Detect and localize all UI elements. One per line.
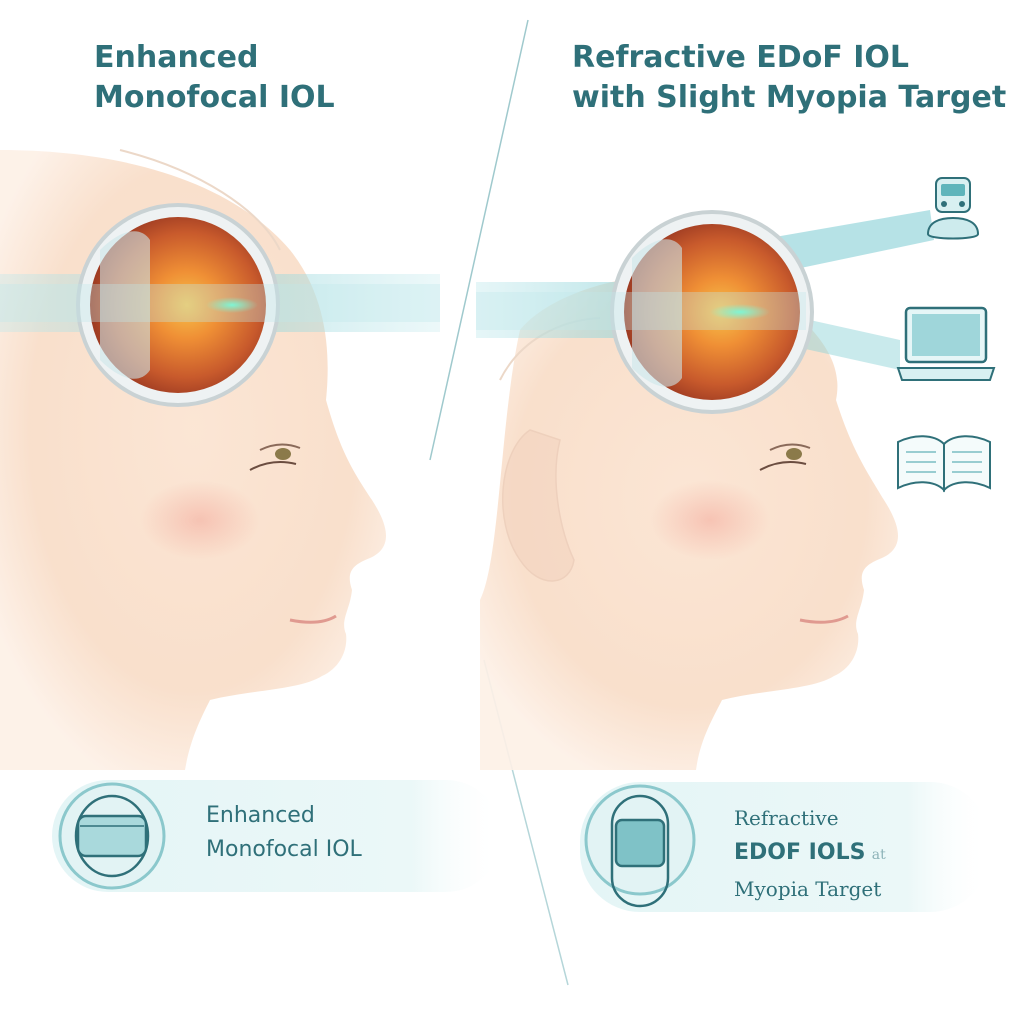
right-badge-line2: EDOF IOLS at xyxy=(734,835,886,872)
left-badge xyxy=(52,780,502,892)
right-title-line2: with Slight Myopia Target xyxy=(572,80,1007,115)
right-title-line1: Refractive EDoF IOL xyxy=(572,40,910,75)
right-face xyxy=(480,274,898,770)
left-badge-label: Enhanced Monofocal IOL xyxy=(206,799,362,867)
left-title-line1: Enhanced xyxy=(94,40,259,75)
left-title: Enhanced Monofocal IOL xyxy=(94,38,335,118)
right-badge-line2-suffix: at xyxy=(871,847,886,863)
right-badge-line1: Refractive xyxy=(734,806,839,830)
right-badge-line2-main: EDOF IOLS xyxy=(734,840,866,865)
left-eye-cross-section xyxy=(0,203,440,407)
book-icon xyxy=(897,435,991,493)
edof-lens-icon xyxy=(584,784,696,908)
divider-line xyxy=(429,19,529,461)
right-badge xyxy=(580,782,990,912)
monofocal-lens-icon xyxy=(58,782,166,890)
right-badge-line3: Myopia Target xyxy=(734,877,882,901)
right-title: Refractive EDoF IOL with Slight Myopia T… xyxy=(572,38,1006,118)
train-icon xyxy=(926,177,980,240)
left-badge-line2: Monofocal IOL xyxy=(206,837,362,862)
left-badge-line1: Enhanced xyxy=(206,803,315,828)
right-badge-label: Refractive EDOF IOLS at Myopia Target xyxy=(734,801,886,906)
right-eye-cross-section xyxy=(476,210,814,414)
laptop-icon xyxy=(896,306,996,381)
left-title-line2: Monofocal IOL xyxy=(94,80,335,115)
